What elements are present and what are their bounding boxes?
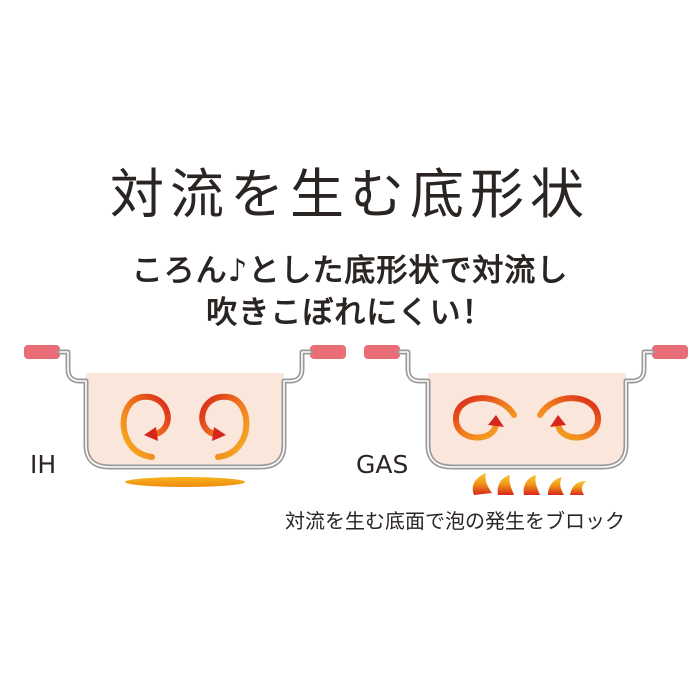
right-handle: [652, 345, 688, 359]
right-handle: [310, 345, 346, 359]
convection-caption: 対流を生む底面で泡の発生をブロック: [285, 509, 625, 533]
pot-interior: [86, 373, 284, 467]
gas-convection-arrow-left: [452, 395, 517, 441]
gas-convection-arrow-right: [537, 395, 602, 441]
left-handle: [24, 345, 60, 359]
ih-convection-arrow-right: [199, 393, 250, 460]
ih-convection-arrow-left: [120, 393, 171, 460]
main-title: 対流を生む底形状: [110, 163, 590, 226]
subtitle-line-1: ころん♪とした底形状で対流し: [131, 253, 569, 289]
gas-flames: [472, 473, 586, 495]
ih-heat-plate: [125, 477, 245, 487]
ih-pot-diagram: [24, 345, 346, 487]
gas-pot-diagram: [364, 345, 688, 495]
left-handle: [364, 345, 400, 359]
subtitle-line-2: 吹きこぼれにくい！: [206, 295, 494, 331]
gas-label: GAS: [356, 450, 409, 479]
ih-label: IH: [30, 450, 57, 479]
